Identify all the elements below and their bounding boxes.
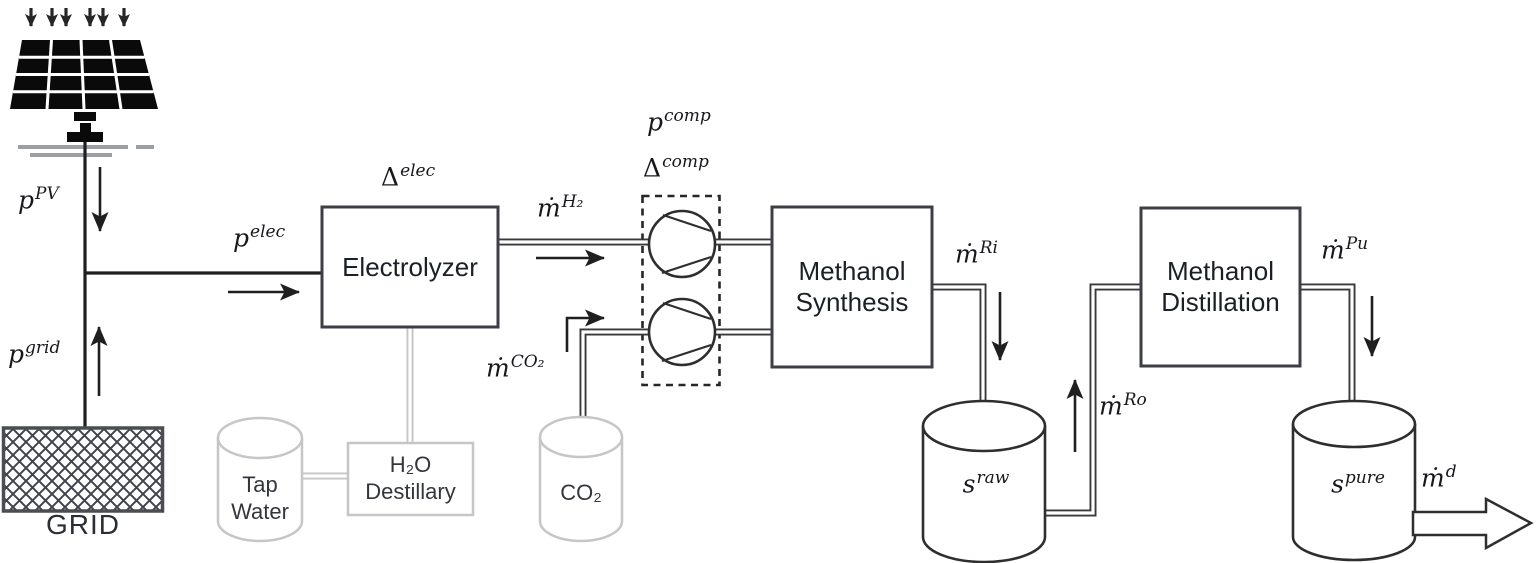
label-compressor-delta: Δcomp	[643, 152, 709, 183]
methanol-distillation-box	[1139, 206, 1302, 368]
ground-line	[18, 145, 154, 157]
label-h2o-destillary: H₂O Destillary	[365, 452, 456, 504]
water-pipes	[302, 327, 414, 480]
material-pipes	[498, 238, 1356, 517]
hatched-box-icon	[1, 426, 165, 513]
electrolyzer-box	[320, 205, 500, 329]
label-co2-source: CO₂	[560, 480, 602, 505]
cylinder-icon	[538, 415, 624, 543]
compressor-group-outline	[641, 194, 721, 387]
solar-panel-icon	[10, 8, 158, 157]
label-reactor-outlet-flow: ṁRo	[1099, 390, 1147, 421]
label-compressor-power: pcomp	[647, 106, 711, 137]
circle-compressor-icon	[647, 297, 717, 367]
label-methanol-distillation: Methanol Distillation	[1161, 256, 1280, 317]
label-co2-flow: ṁCO₂	[486, 352, 545, 383]
label-purified-flow: ṁPu	[1321, 234, 1369, 265]
cylinder-icon	[921, 399, 1047, 563]
label-electrolyzer: Electrolyzer	[342, 251, 478, 282]
power-lines	[83, 142, 322, 428]
label-grid-node: GRID	[46, 509, 120, 540]
h2o-destillary-box	[346, 441, 475, 517]
label-grid-power: pgrid	[8, 338, 61, 369]
flow-arrows	[90, 167, 1381, 452]
down-arrows-icon	[25, 8, 130, 27]
label-electrolyzer-power: pelec	[233, 222, 286, 253]
label-methanol-synthesis: Methanol Synthesis	[795, 256, 909, 317]
label-demand-flow: ṁd	[1421, 462, 1457, 493]
circle-compressor-icon	[647, 209, 717, 279]
label-tap-water: Tap Water	[231, 472, 289, 524]
methanol-synthesis-box	[770, 205, 934, 369]
cylinder-icon	[1291, 399, 1417, 562]
hollow-arrow-icon	[1411, 496, 1534, 551]
label-pure-storage: spure	[1331, 468, 1385, 499]
cylinder-icon	[216, 416, 304, 543]
label-pv-power: pPV	[18, 184, 59, 215]
label-hydrogen-flow: ṁH₂	[537, 192, 584, 223]
label-electrolyzer-delta: Δelec	[381, 161, 436, 192]
label-raw-storage: sraw	[962, 468, 1010, 499]
label-reactor-inlet-flow: ṁRi	[955, 238, 998, 269]
